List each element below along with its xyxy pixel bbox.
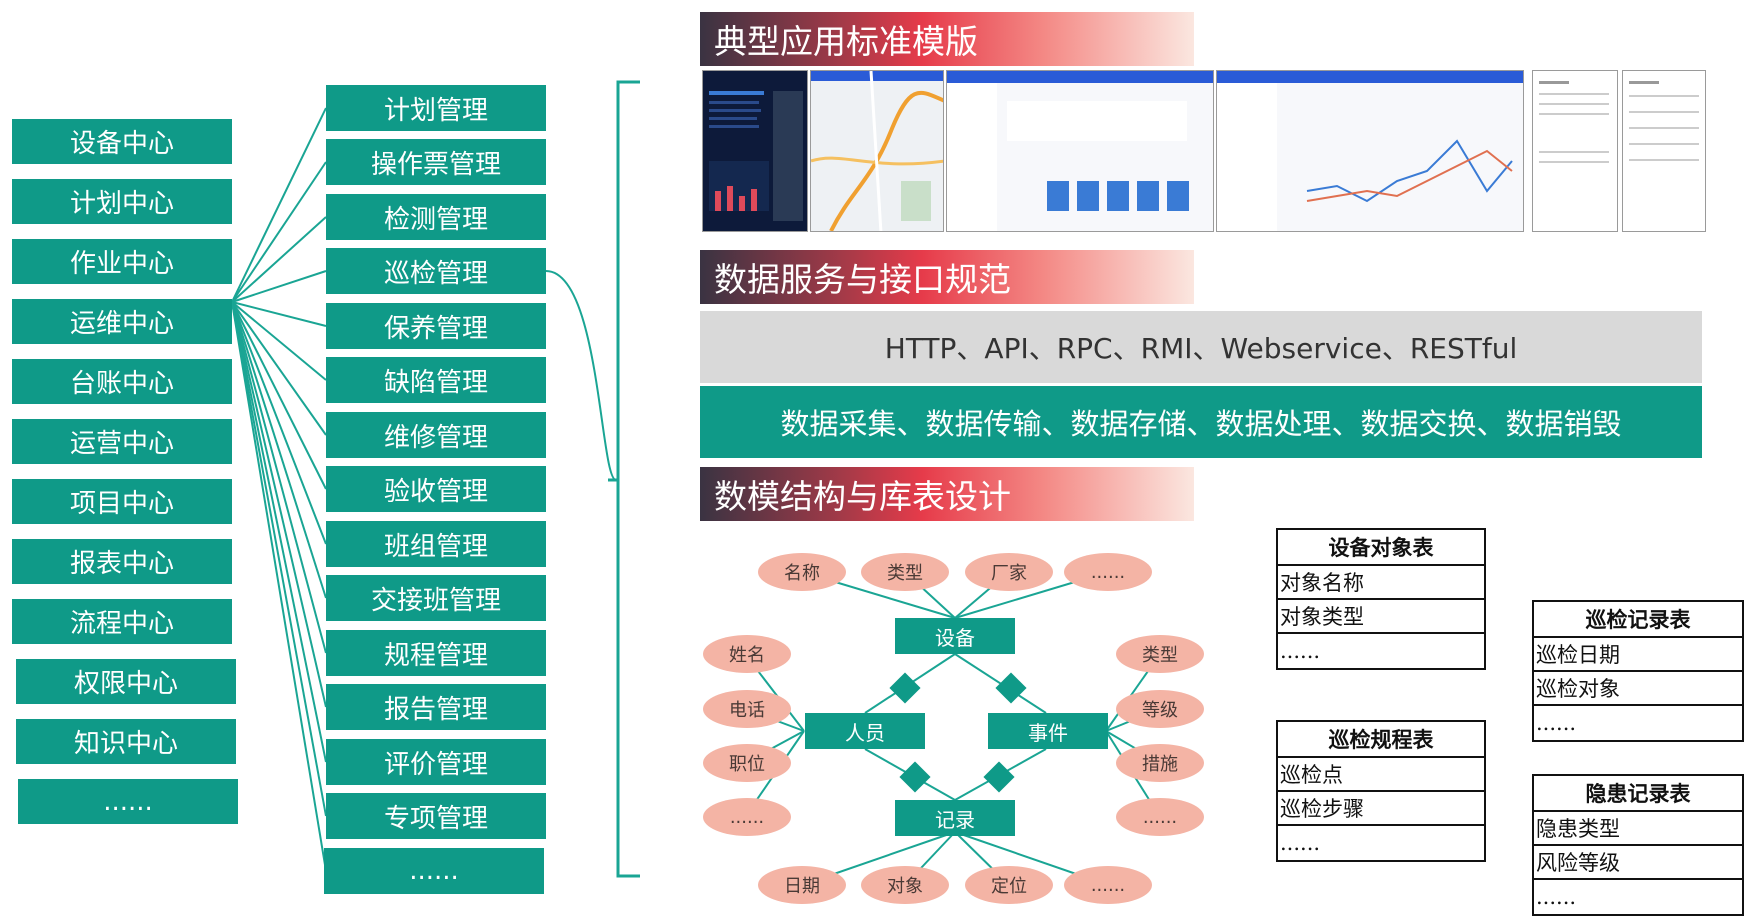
attr-device-manufacturer: 厂家 (965, 553, 1053, 591)
table-inspection-record: 巡检记录表 巡检日期 巡检对象 ...... (1532, 600, 1744, 742)
mgmt-special[interactable]: 专项管理 (326, 793, 546, 839)
attr-person-name: 姓名 (703, 635, 791, 673)
mgmt-testing[interactable]: 检测管理 (326, 194, 546, 240)
attr-event-level: 等级 (1116, 690, 1204, 728)
table-row: 对象类型 (1278, 600, 1484, 634)
center-project[interactable]: 项目中心 (12, 479, 232, 524)
template-thumbnail-linechart[interactable] (1216, 70, 1524, 232)
attr-person-position: 职位 (703, 744, 791, 782)
section-title-data-services: 数据服务与接口规范 (700, 250, 1194, 304)
center-more[interactable]: ...... (18, 779, 238, 824)
table-device-object: 设备对象表 对象名称 对象类型 ...... (1276, 528, 1486, 670)
attr-person-phone: 电话 (703, 690, 791, 728)
attr-device-type: 类型 (861, 553, 949, 591)
attr-device-name: 名称 (758, 553, 846, 591)
entity-record: 记录 (895, 800, 1015, 836)
mgmt-defect[interactable]: 缺陷管理 (326, 357, 546, 403)
table-row: 巡检日期 (1534, 638, 1742, 672)
center-workflow[interactable]: 流程中心 (12, 599, 232, 644)
mgmt-team[interactable]: 班组管理 (326, 521, 546, 567)
table-title: 巡检记录表 (1534, 602, 1742, 638)
table-row: ...... (1280, 639, 1321, 663)
template-thumbnail-mobile-list[interactable] (1532, 70, 1618, 232)
attr-record-date: 日期 (758, 866, 846, 904)
center-report[interactable]: 报表中心 (12, 539, 232, 584)
table-inspection-procedure: 巡检规程表 巡检点 巡检步骤 ...... (1276, 720, 1486, 862)
table-title: 设备对象表 (1278, 530, 1484, 566)
center-knowledge[interactable]: 知识中心 (16, 719, 236, 764)
attr-record-object: 对象 (861, 866, 949, 904)
template-thumbnail-dashboard[interactable] (702, 70, 808, 232)
table-title: 巡检规程表 (1278, 722, 1484, 758)
center-maintenance[interactable]: 运维中心 (12, 299, 232, 344)
table-row: ...... (1280, 831, 1321, 855)
template-thumbnail-process[interactable] (946, 70, 1214, 232)
mgmt-repair[interactable]: 维修管理 (326, 412, 546, 458)
table-row: 对象名称 (1278, 566, 1484, 600)
mgmt-evaluation[interactable]: 评价管理 (326, 739, 546, 785)
center-permission[interactable]: 权限中心 (16, 659, 236, 704)
entity-person: 人员 (805, 713, 925, 749)
mgmt-procedure[interactable]: 规程管理 (326, 630, 546, 676)
mgmt-plan[interactable]: 计划管理 (326, 85, 546, 131)
protocol-bar: HTTP、API、RPC、RMI、Webservice、RESTful (700, 311, 1702, 383)
mgmt-inspection[interactable]: 巡检管理 (326, 248, 546, 294)
attr-record-more: ...... (1064, 866, 1152, 904)
table-row: 隐患类型 (1534, 812, 1742, 846)
template-thumbnail-mobile-detail[interactable] (1622, 70, 1706, 232)
mgmt-more[interactable]: ...... (324, 848, 544, 894)
table-row: ...... (1536, 711, 1577, 735)
attr-event-type: 类型 (1116, 635, 1204, 673)
table-title: 隐患记录表 (1534, 776, 1742, 812)
section-title-data-model: 数模结构与库表设计 (700, 467, 1194, 521)
mgmt-upkeep[interactable]: 保养管理 (326, 303, 546, 349)
attr-device-more: ...... (1064, 553, 1152, 591)
table-row: ...... (1536, 885, 1577, 909)
attr-event-more: ...... (1116, 798, 1204, 836)
mgmt-operation-ticket[interactable]: 操作票管理 (326, 139, 546, 185)
table-hazard-record: 隐患记录表 隐患类型 风险等级 ...... (1532, 774, 1744, 916)
center-plan[interactable]: 计划中心 (12, 179, 232, 224)
center-operations[interactable]: 运营中心 (12, 419, 232, 464)
entity-device: 设备 (895, 618, 1015, 654)
attr-event-measure: 措施 (1116, 744, 1204, 782)
center-device[interactable]: 设备中心 (12, 119, 232, 164)
table-row: 巡检对象 (1534, 672, 1742, 706)
entity-event: 事件 (988, 713, 1108, 749)
mgmt-shift-handover[interactable]: 交接班管理 (326, 575, 546, 621)
table-row: 巡检点 (1278, 758, 1484, 792)
center-operation[interactable]: 作业中心 (12, 239, 232, 284)
center-ledger[interactable]: 台账中心 (12, 359, 232, 404)
table-row: 风险等级 (1534, 846, 1742, 880)
attr-record-location: 定位 (965, 866, 1053, 904)
attr-person-more: ...... (703, 798, 791, 836)
table-row: 巡检步骤 (1278, 792, 1484, 826)
mgmt-acceptance[interactable]: 验收管理 (326, 466, 546, 512)
template-thumbnail-map[interactable] (810, 70, 944, 232)
data-operations-bar: 数据采集、数据传输、数据存储、数据处理、数据交换、数据销毁 (700, 386, 1702, 458)
mgmt-report[interactable]: 报告管理 (326, 684, 546, 730)
section-title-templates: 典型应用标准模版 (700, 12, 1194, 66)
